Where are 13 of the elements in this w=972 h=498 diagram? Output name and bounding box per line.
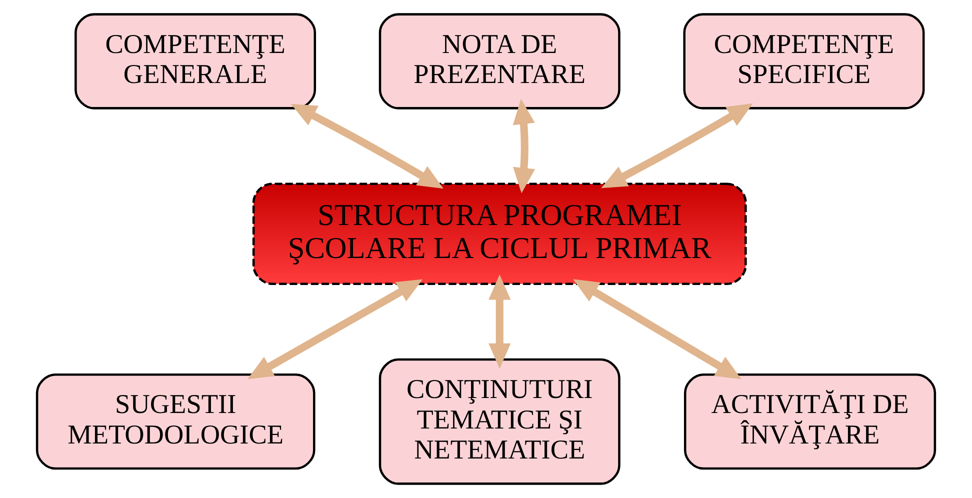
arrow (601, 103, 753, 188)
arrow (512, 98, 536, 194)
node-box: COMPETENŢE SPECIFICE (683, 13, 925, 110)
arrow (290, 104, 444, 189)
node-box: COMPETENŢE GENERALE (74, 13, 316, 110)
node-box: NOTA DE PREZENTARE (378, 13, 620, 110)
node-box: ACTIVITĂŢI DE ÎNVĂŢARE (684, 374, 936, 470)
arrow (573, 279, 742, 380)
node-box: STRUCTURA PROGRAMEI ŞCOLARE LA CICLUL PRIMAR (252, 182, 747, 285)
node-box: CONŢINUTURI TEMATICE ŞI NETEMATICE (378, 358, 620, 485)
arrow (488, 274, 511, 369)
node-box: SUGESTII METODOLOGICE (36, 374, 316, 470)
arrow (248, 279, 423, 380)
